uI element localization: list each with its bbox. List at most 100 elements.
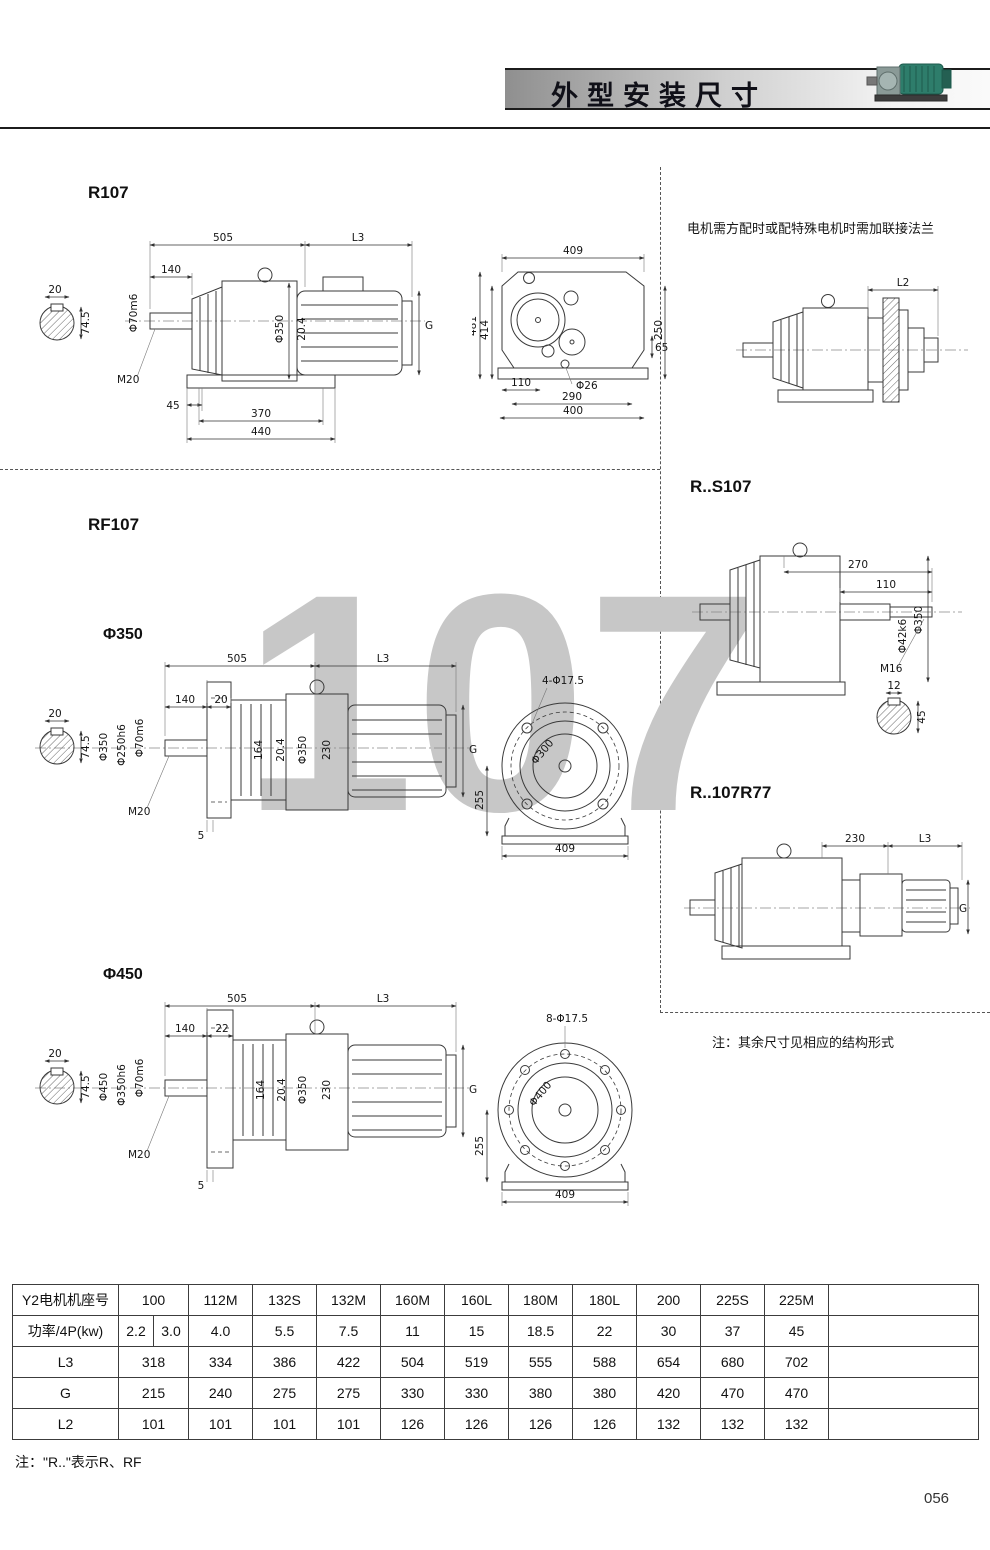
dim-label: 8-Φ17.5 [546, 1013, 588, 1025]
table-cell: 15 [444, 1315, 510, 1347]
table-cell-empty [828, 1315, 980, 1347]
dim-label: Φ400 [527, 1079, 554, 1108]
table-cell: 215 [117, 1377, 190, 1409]
dim-label: Φ70m6 [134, 1058, 146, 1097]
table-cell: 101 [188, 1408, 254, 1440]
rs107-drawing: 270 110 Φ42k6 Φ350 M16 12 45 [672, 520, 977, 755]
dimensions: 505 L3 140 Φ70m6 M20 45 370 [117, 232, 433, 443]
horizontal-dashed-separator-right [660, 1012, 990, 1013]
section-title-r107: R107 [88, 183, 129, 202]
table-cell: 100 [117, 1284, 190, 1316]
table-cell: 132 [636, 1408, 702, 1440]
table-cell: 132 [764, 1408, 830, 1440]
table-cell: 30 [636, 1315, 702, 1347]
table-cell: 180M [508, 1284, 574, 1316]
dim-label: 110 [511, 377, 531, 389]
table-cell: 5.5 [252, 1315, 318, 1347]
dim-label: 409 [555, 1189, 575, 1201]
table-row-power: 功率/4P(kw) 2.2 3.0 4.0 5.5 7.5 11 15 18.5… [12, 1315, 980, 1347]
gearmotor-product-icon [863, 54, 963, 112]
dimensions: 4-Φ17.5 Φ300 255 409 [474, 675, 629, 860]
header-rule [0, 127, 990, 129]
dim-label: Φ26 [576, 380, 598, 392]
table-cell: 680 [700, 1346, 766, 1378]
dim-label: Φ450 [98, 1073, 110, 1101]
dim-label: Φ250h6 [116, 724, 128, 766]
dim-label: 414 [479, 320, 491, 340]
table-cell: 225M [764, 1284, 830, 1316]
table-row-label: 功率/4P(kw) [12, 1315, 119, 1347]
table-cell: 470 [764, 1377, 830, 1409]
other-dims-note: 注：其余尺寸见相应的结构形式 [712, 1035, 895, 1050]
table-cell: 380 [508, 1377, 574, 1409]
watermark-text: 107 [242, 529, 760, 876]
dim-label: 12 [887, 680, 900, 692]
table-cell: 160M [380, 1284, 446, 1316]
dim-label: Φ70m6 [134, 718, 146, 757]
dimension-table: Y2电机机座号 100 112M 132S 132M 160M 160L 180… [12, 1284, 980, 1440]
table-cell: 200 [636, 1284, 702, 1316]
dim-label: 45 [166, 400, 179, 412]
table-cell: 275 [316, 1377, 382, 1409]
footer-note: 注："R.."表示R、RF [15, 1454, 142, 1470]
dim-label: Φ70m6 [128, 293, 140, 332]
dim-label: M20 [128, 806, 150, 818]
dimensions: 270 110 Φ42k6 Φ350 M16 [783, 555, 933, 683]
dim-label: L2 [897, 277, 910, 289]
table-cell: 275 [252, 1377, 318, 1409]
dim-label: 230 [845, 833, 865, 845]
dim-label: 20 [48, 284, 61, 296]
dim-label: 140 [175, 1023, 195, 1035]
dimensions: 230 L3 G [821, 833, 970, 935]
table-cell: 702 [764, 1346, 830, 1378]
dim-label: 505 [227, 993, 247, 1005]
section-title-phi350: Φ350 [103, 626, 143, 643]
table-row-l3: L3 318 334 386 422 504 519 555 588 654 6… [12, 1346, 980, 1378]
table-cell: 334 [188, 1346, 254, 1378]
table-cell: 45 [764, 1315, 830, 1347]
dim-label: 74.5 [80, 311, 92, 334]
motor-outline [347, 1044, 457, 1138]
table-cell-empty [828, 1346, 980, 1378]
table-cell-empty [828, 1377, 980, 1409]
table-cell: 101 [252, 1408, 318, 1440]
dim-label: M20 [117, 374, 139, 386]
flange-adapter-drawing: L2 [728, 260, 976, 418]
table-cell: 18.5 [508, 1315, 574, 1347]
table-cell: 11 [380, 1315, 446, 1347]
table-cell: 386 [252, 1346, 318, 1378]
dim-label: 20 [48, 708, 61, 720]
table-cell: 3.0 [152, 1315, 190, 1347]
table-cell: 380 [572, 1377, 638, 1409]
table-cell-empty [828, 1408, 980, 1440]
table-cell: 132M [316, 1284, 382, 1316]
table-cell: 126 [508, 1408, 574, 1440]
table-cell: 2.2 [118, 1315, 154, 1347]
table-row-g: G 215 240 275 275 330 330 380 380 420 47… [12, 1377, 980, 1409]
dim-label: L3 [919, 833, 932, 845]
vertical-dashed-separator [660, 167, 661, 1013]
dim-label: 164 [253, 740, 265, 760]
dim-label: G [959, 903, 967, 915]
shaft-key-section: 12 45 [876, 680, 928, 735]
gearbox-outline [742, 294, 874, 403]
shaft-key-section: 20 74.5 [39, 708, 92, 765]
dim-label: 140 [175, 694, 195, 706]
table-cell: 7.5 [316, 1315, 382, 1347]
dim-label: 409 [555, 843, 575, 855]
dim-label: 4-Φ17.5 [542, 675, 584, 687]
r107-front-view-drawing: 409 481 414 65 250 110 Φ26 290 400 [467, 238, 672, 438]
dim-label: 5 [198, 1180, 205, 1192]
table-cell: 22 [572, 1315, 638, 1347]
dim-label: Φ350 [274, 315, 286, 343]
dim-label: 5 [198, 830, 205, 842]
rf107-450-side-view-drawing: 20 74.5 Φ450 Φ350h6 Φ70m6 [25, 990, 480, 1205]
dim-label: 505 [227, 653, 247, 665]
table-cell: 420 [636, 1377, 702, 1409]
flange-outline [497, 1042, 633, 1178]
dim-label: 400 [563, 405, 583, 417]
table-row-label: G [12, 1377, 119, 1409]
dim-label: 164 [255, 1080, 267, 1100]
r107r77-drawing: 230 L3 G [672, 818, 977, 976]
dim-label: Φ350 [98, 733, 110, 761]
